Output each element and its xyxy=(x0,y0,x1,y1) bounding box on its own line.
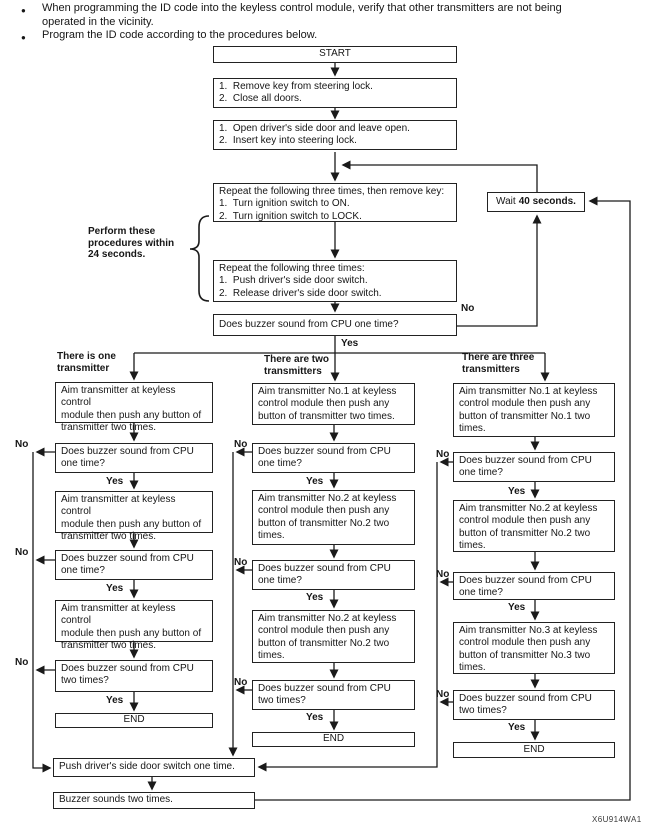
flow-box-push-door-switch: Push driver's side door switch one time. xyxy=(53,758,255,777)
col2-aim-transmitter-1: Aim transmitter No.1 at keyless control … xyxy=(252,383,415,425)
branch-label-no: No xyxy=(234,439,248,450)
column-header-three-transmitters: There are three transmitters xyxy=(462,352,535,375)
col1-decision-3: Does buzzer sound from CPU two times? xyxy=(55,660,213,692)
col3-end-box: END xyxy=(453,742,615,758)
col2-aim-transmitter-3: Aim transmitter No.2 at keyless control … xyxy=(252,610,415,663)
branch-label-no: No xyxy=(436,569,450,580)
flow-step-open-door: 1. Open driver's side door and leave ope… xyxy=(213,120,457,150)
flow-step-repeat-ignition: Repeat the following three times, then r… xyxy=(213,183,457,222)
flow-box-buzzer-sounds: Buzzer sounds two times. xyxy=(53,792,255,809)
column-header-one-transmitter: There is one transmitter xyxy=(57,351,116,374)
col3-aim-transmitter-3: Aim transmitter No.3 at keyless control … xyxy=(453,622,615,674)
col3-aim-transmitter-2: Aim transmitter No.2 at keyless control … xyxy=(453,500,615,552)
branch-label-yes: Yes xyxy=(306,476,324,487)
flow-box-start: START xyxy=(213,46,457,63)
col2-decision-2: Does buzzer sound from CPU one time? xyxy=(252,560,415,590)
branch-label-yes: Yes xyxy=(106,476,124,487)
branch-label-no: No xyxy=(234,677,248,688)
note-program-procedure: Program the ID code according to the pro… xyxy=(42,29,318,41)
column-header-two-transmitters: There are two transmitters xyxy=(264,354,330,377)
bullet-icon: ● xyxy=(21,6,26,15)
col1-aim-transmitter-2: Aim transmitter at keyless control modul… xyxy=(55,491,213,542)
flow-step-repeat-door-switch: Repeat the following three times: 1. Pus… xyxy=(213,260,457,302)
branch-label-yes: Yes xyxy=(306,712,324,723)
col3-decision-2: Does buzzer sound from CPU one time? xyxy=(453,572,615,600)
decision-buzzer-one-time: Does buzzer sound from CPU one time? xyxy=(213,314,457,336)
col1-decision-1: Does buzzer sound from CPU one time? xyxy=(55,443,213,473)
wait-label: Wait xyxy=(496,195,516,207)
branch-label-no: No xyxy=(234,557,248,568)
col3-aim-transmitter-1: Aim transmitter No.1 at keyless control … xyxy=(453,383,615,437)
branch-label-yes: Yes xyxy=(106,695,124,706)
branch-label-yes: Yes xyxy=(508,602,526,613)
col3-decision-3: Does buzzer sound from CPU two times? xyxy=(453,690,615,720)
branch-label-no: No xyxy=(15,657,29,668)
branch-label-no: No xyxy=(15,439,29,450)
branch-label-no: No xyxy=(436,449,450,460)
branch-label-no: No xyxy=(15,547,29,558)
col3-decision-1: Does buzzer sound from CPU one time? xyxy=(453,452,615,482)
curly-brace-icon xyxy=(189,215,210,302)
col2-end-box: END xyxy=(252,732,415,747)
branch-label-yes: Yes xyxy=(508,486,526,497)
figure-code: X6U914WA1 xyxy=(592,815,642,824)
branch-label-no: No xyxy=(436,689,450,700)
branch-label-yes: Yes xyxy=(341,338,359,349)
note-programming-caution: When programming the ID code into the ke… xyxy=(42,2,562,28)
bullet-icon: ● xyxy=(21,33,26,42)
col2-decision-1: Does buzzer sound from CPU one time? xyxy=(252,443,415,473)
branch-label-yes: Yes xyxy=(508,722,526,733)
branch-label-yes: Yes xyxy=(106,583,124,594)
col1-decision-2: Does buzzer sound from CPU one time? xyxy=(55,550,213,580)
col2-decision-3: Does buzzer sound from CPU two times? xyxy=(252,680,415,710)
col1-aim-transmitter-3: Aim transmitter at keyless control modul… xyxy=(55,600,213,651)
col2-aim-transmitter-2: Aim transmitter No.2 at keyless control … xyxy=(252,490,415,545)
flow-step-remove-key: 1. Remove key from steering lock. 2. Clo… xyxy=(213,78,457,108)
wait-duration: 40 seconds. xyxy=(518,195,576,207)
col1-end-box: END xyxy=(55,713,213,728)
brace-note-24-seconds: Perform these procedures within 24 secon… xyxy=(88,226,175,260)
branch-label-yes: Yes xyxy=(306,592,324,603)
branch-label-no: No xyxy=(461,303,475,314)
col1-aim-transmitter-1: Aim transmitter at keyless control modul… xyxy=(55,382,213,433)
